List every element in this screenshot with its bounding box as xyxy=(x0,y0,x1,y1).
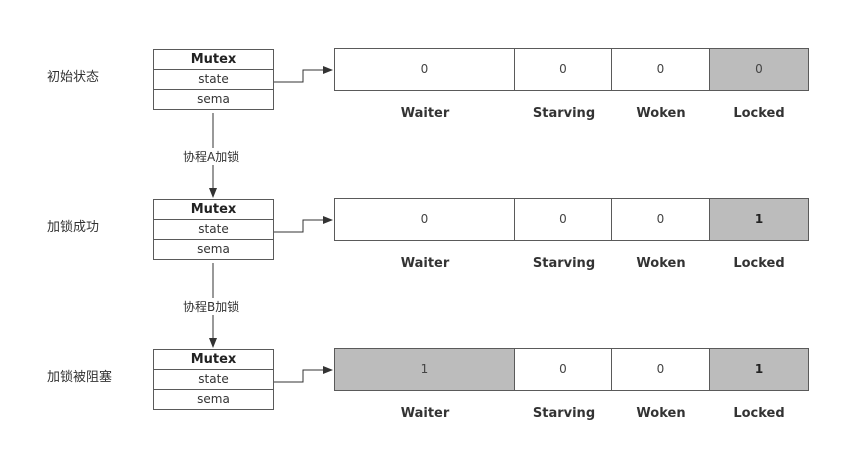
mutex-title: Mutex xyxy=(153,49,274,70)
mutex-box-2: Mutex state sema xyxy=(153,199,274,260)
state-bits-2: 0 0 0 1 xyxy=(334,198,809,241)
woken-label: Woken xyxy=(636,406,686,421)
starving-label: Starving xyxy=(532,106,596,121)
locked-cell: 0 xyxy=(709,48,809,91)
locked-label: Locked xyxy=(733,256,785,271)
woken-label: Woken xyxy=(636,256,686,271)
state-connector-3 xyxy=(274,366,333,383)
woken-cell: 0 xyxy=(611,48,710,91)
state-bits-1: 0 0 0 0 xyxy=(334,48,809,91)
state-connector-2 xyxy=(274,216,333,233)
field-labels-2: Waiter Starving Woken Locked xyxy=(334,256,809,274)
mutex-state-field: state xyxy=(153,69,274,90)
mutex-title: Mutex xyxy=(153,349,274,370)
waiter-label: Waiter xyxy=(400,256,450,271)
starving-label: Starving xyxy=(532,406,596,421)
mutex-state-field: state xyxy=(153,219,274,240)
mutex-sema-field: sema xyxy=(153,239,274,260)
mutex-state-field: state xyxy=(153,369,274,390)
mutex-box-1: Mutex state sema xyxy=(153,49,274,110)
mutex-sema-field: sema xyxy=(153,89,274,110)
field-labels-1: Waiter Starving Woken Locked xyxy=(334,106,809,124)
waiter-cell: 0 xyxy=(334,198,515,241)
mutex-sema-field: sema xyxy=(153,389,274,410)
woken-cell: 0 xyxy=(611,348,710,391)
locked-cell: 1 xyxy=(709,198,809,241)
locked-cell: 1 xyxy=(709,348,809,391)
stage-label-blocked: 加锁被阻塞 xyxy=(47,370,113,385)
transition-label-1: 协程A加锁 xyxy=(181,148,242,165)
woken-label: Woken xyxy=(636,106,686,121)
starving-cell: 0 xyxy=(514,198,612,241)
starving-cell: 0 xyxy=(514,348,612,391)
state-connector-1 xyxy=(274,66,333,83)
waiter-cell: 0 xyxy=(334,48,515,91)
mutex-box-3: Mutex state sema xyxy=(153,349,274,410)
waiter-cell: 1 xyxy=(334,348,515,391)
starving-cell: 0 xyxy=(514,48,612,91)
stage-label-lock-success: 加锁成功 xyxy=(47,220,100,235)
locked-label: Locked xyxy=(733,406,785,421)
waiter-label: Waiter xyxy=(400,406,450,421)
state-bits-3: 1 0 0 1 xyxy=(334,348,809,391)
field-labels-3: Waiter Starving Woken Locked xyxy=(334,406,809,424)
waiter-label: Waiter xyxy=(400,106,450,121)
transition-label-2: 协程B加锁 xyxy=(181,298,242,315)
starving-label: Starving xyxy=(532,256,596,271)
mutex-title: Mutex xyxy=(153,199,274,220)
woken-cell: 0 xyxy=(611,198,710,241)
stage-label-initial: 初始状态 xyxy=(47,70,100,85)
locked-label: Locked xyxy=(733,106,785,121)
